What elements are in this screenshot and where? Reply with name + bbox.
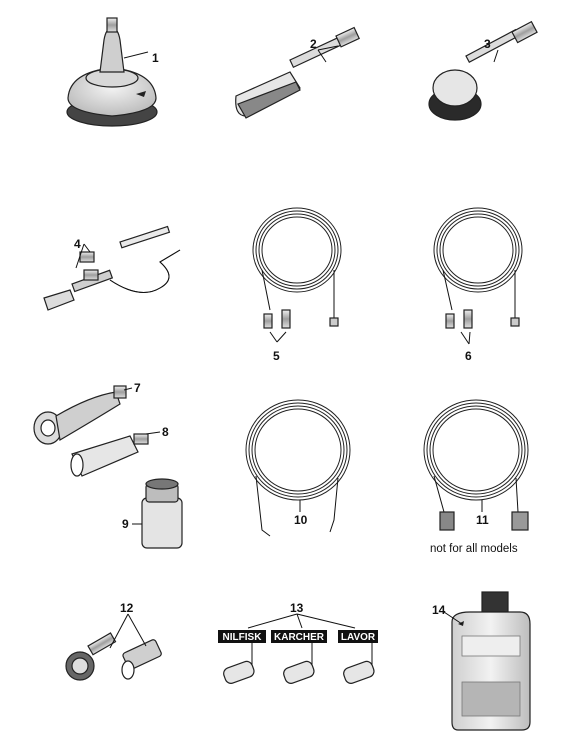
- hose-11: [423, 399, 529, 531]
- label-5: 5: [273, 349, 280, 363]
- tag-karcher: KARCHER: [274, 632, 325, 643]
- tag-karcher-bg: [271, 630, 327, 643]
- tag-lavor: LAVOR: [341, 632, 376, 643]
- label-6: 6: [465, 349, 472, 363]
- hose-6: [433, 207, 523, 345]
- label-4: 4: [74, 237, 81, 251]
- hose-10: [245, 399, 351, 537]
- label-14: 14: [432, 603, 446, 617]
- patio-cleaner: [66, 17, 158, 127]
- detergent-bottle: [443, 591, 531, 731]
- lance-kit: [43, 225, 181, 311]
- label-7: 7: [134, 381, 141, 395]
- rotary-nozzle: [33, 385, 133, 445]
- foam-nozzle: [70, 431, 161, 477]
- quick-coupling: [132, 478, 183, 549]
- wash-brush: [235, 26, 360, 119]
- tag-nilfisk: NILFISK: [223, 632, 263, 643]
- label-9: 9: [122, 517, 129, 531]
- label-1: 1: [152, 51, 159, 65]
- hose-5: [252, 207, 342, 343]
- tag-nilfisk-bg: [218, 630, 266, 643]
- label-3: 3: [484, 37, 491, 51]
- adapters-12: [65, 613, 162, 681]
- label-10: 10: [294, 513, 308, 527]
- tag-lavor-bg: [338, 630, 378, 643]
- note-not-for-all-models: not for all models: [430, 543, 518, 555]
- label-13: 13: [290, 601, 304, 615]
- label-2: 2: [310, 37, 317, 51]
- label-8: 8: [162, 425, 169, 439]
- label-12: 12: [120, 601, 134, 615]
- brand-adapters: [218, 613, 378, 684]
- label-11: 11: [476, 513, 489, 527]
- rotary-brush: [428, 20, 538, 121]
